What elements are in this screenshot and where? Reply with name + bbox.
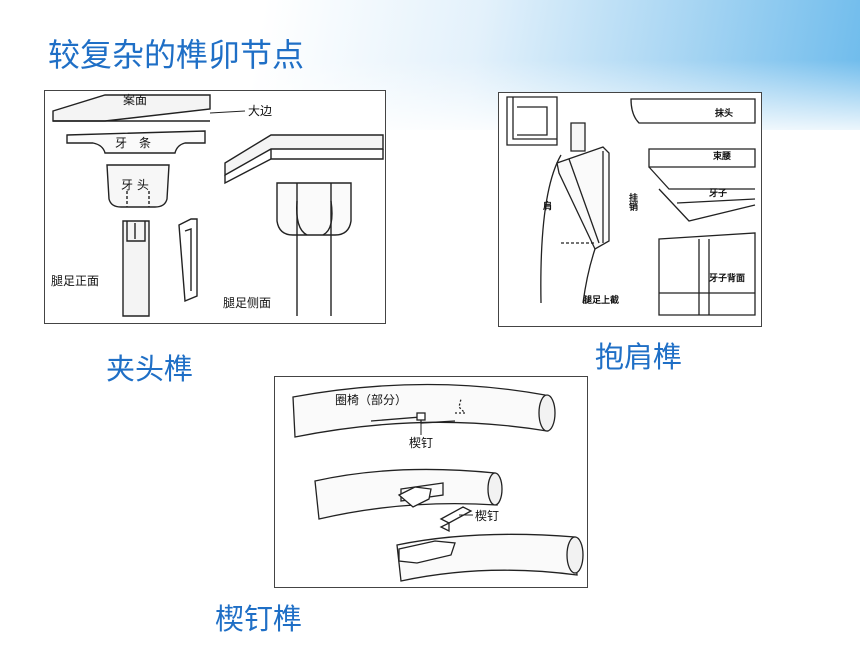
label-wedge-pin-1: 楔钉 [409, 436, 434, 450]
label-armrest: 圈椅（部分） [335, 393, 408, 407]
label-ya-zi-back: 牙子背面 [709, 274, 746, 284]
caption-xieding-sun: 楔钉榫 [215, 602, 303, 636]
jiatou-sun-drawing [52, 94, 384, 317]
figure-xieding-sun: 圈椅（部分） 楔钉 楔钉 [274, 376, 588, 588]
label-ya-zi: 牙子 [709, 189, 728, 199]
figure-baojian-sun: 抹头 束腰 牙子 牙子背面 肩 挂销 腿足上截 [498, 92, 762, 327]
caption-jiatou-sun: 夹头榫 [106, 352, 194, 386]
label-jian: 肩 [543, 202, 553, 212]
label-gua-xiao: 挂销 [627, 193, 637, 211]
label-table-top: 案面 [123, 93, 148, 107]
label-mo-tou: 抹头 [715, 109, 734, 119]
label-big-edge: 大边 [248, 104, 273, 118]
caption-baojian-sun: 抱肩榫 [595, 340, 683, 374]
slide-title: 较复杂的榫卯节点 [48, 36, 305, 74]
label-leg-top: 腿足上截 [583, 296, 620, 306]
figure-jiatou-sun: 案面 大边 牙 条 牙 头 腿足正面 腿足侧面 [44, 90, 386, 324]
label-apron: 牙 条 [115, 136, 152, 150]
label-leg-side: 腿足侧面 [223, 296, 272, 310]
baojian-sun-drawing [506, 96, 756, 316]
label-shu-yao: 束腰 [713, 152, 732, 162]
label-leg-front: 腿足正面 [51, 274, 100, 288]
xieding-sun-drawing [292, 383, 584, 582]
label-spandrel: 牙 头 [121, 178, 149, 192]
label-wedge-pin-2: 楔钉 [475, 509, 500, 523]
